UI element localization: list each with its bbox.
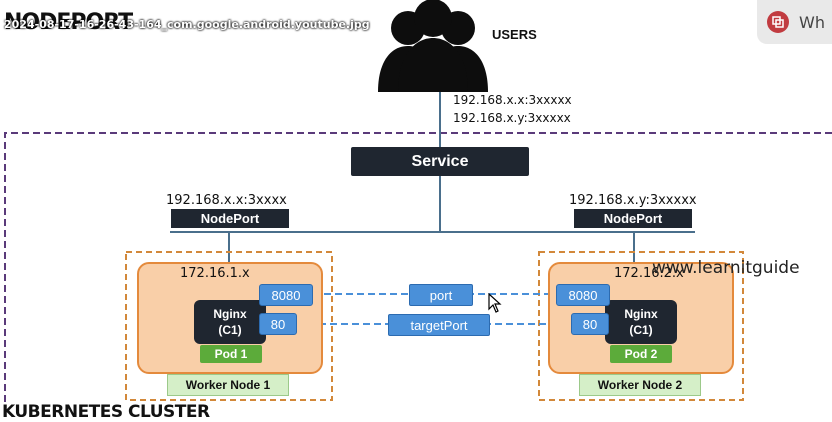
mouse-cursor-icon (488, 293, 502, 313)
users-label: USERS (492, 27, 537, 42)
node2-nodeport-box: NodePort (574, 209, 692, 228)
node1-port-80: 80 (259, 313, 297, 335)
node2-port-80: 80 (571, 313, 609, 335)
users-ip-2: 192.168.x.y:3xxxxx (453, 111, 571, 125)
app-icon (767, 11, 789, 33)
node1-nginx-container: Nginx (C1) (194, 300, 266, 344)
node1-nginx-id: (C1) (218, 323, 242, 337)
node1-worker-label: Worker Node 1 (167, 374, 289, 396)
service-box: Service (351, 147, 529, 176)
watermark-text: www.learnitguide (652, 258, 800, 278)
users-ip-1: 192.168.x.x:3xxxxx (453, 93, 572, 107)
video-filename: 2024-08-17-16-26-43-164_com.google.andro… (4, 18, 370, 31)
targetport-link-label: targetPort (388, 314, 490, 336)
app-glyph-icon (772, 16, 784, 28)
node1-pod-ip: 172.16.1.x (180, 266, 250, 281)
port-link-label: port (409, 284, 473, 306)
node2-pod-ip: 172.16.2.x (614, 266, 684, 281)
worker-node-1-border (125, 251, 333, 401)
node2-nodeport-ip: 192.168.x.y:3xxxxx (569, 193, 697, 208)
node1-pod-label: Pod 1 (200, 345, 262, 363)
page-title: NODEPORT (4, 10, 133, 35)
node2-pod-label: Pod 2 (610, 345, 672, 363)
node2-worker-label: Worker Node 2 (579, 374, 701, 396)
node2-nginx-container: Nginx (C1) (605, 300, 677, 344)
users-icon (378, 0, 488, 92)
overlay-app-label: Wh (799, 12, 825, 32)
node1-nginx-name: Nginx (213, 307, 247, 321)
node1-port-8080: 8080 (259, 284, 313, 306)
node2-nginx-id: (C1) (629, 323, 653, 337)
diagram-lines (4, 90, 832, 413)
worker-node-2-border (538, 251, 744, 401)
overlay-app-button[interactable]: Wh (757, 0, 832, 44)
node2-nginx-name: Nginx (624, 307, 658, 321)
node1-nodeport-ip: 192.168.x.x:3xxxx (166, 193, 287, 208)
cluster-border (4, 132, 832, 413)
cluster-label: KUBERNETES CLUSTER (2, 402, 210, 422)
node2-port-8080: 8080 (556, 284, 610, 306)
node1-nodeport-box: NodePort (171, 209, 289, 228)
